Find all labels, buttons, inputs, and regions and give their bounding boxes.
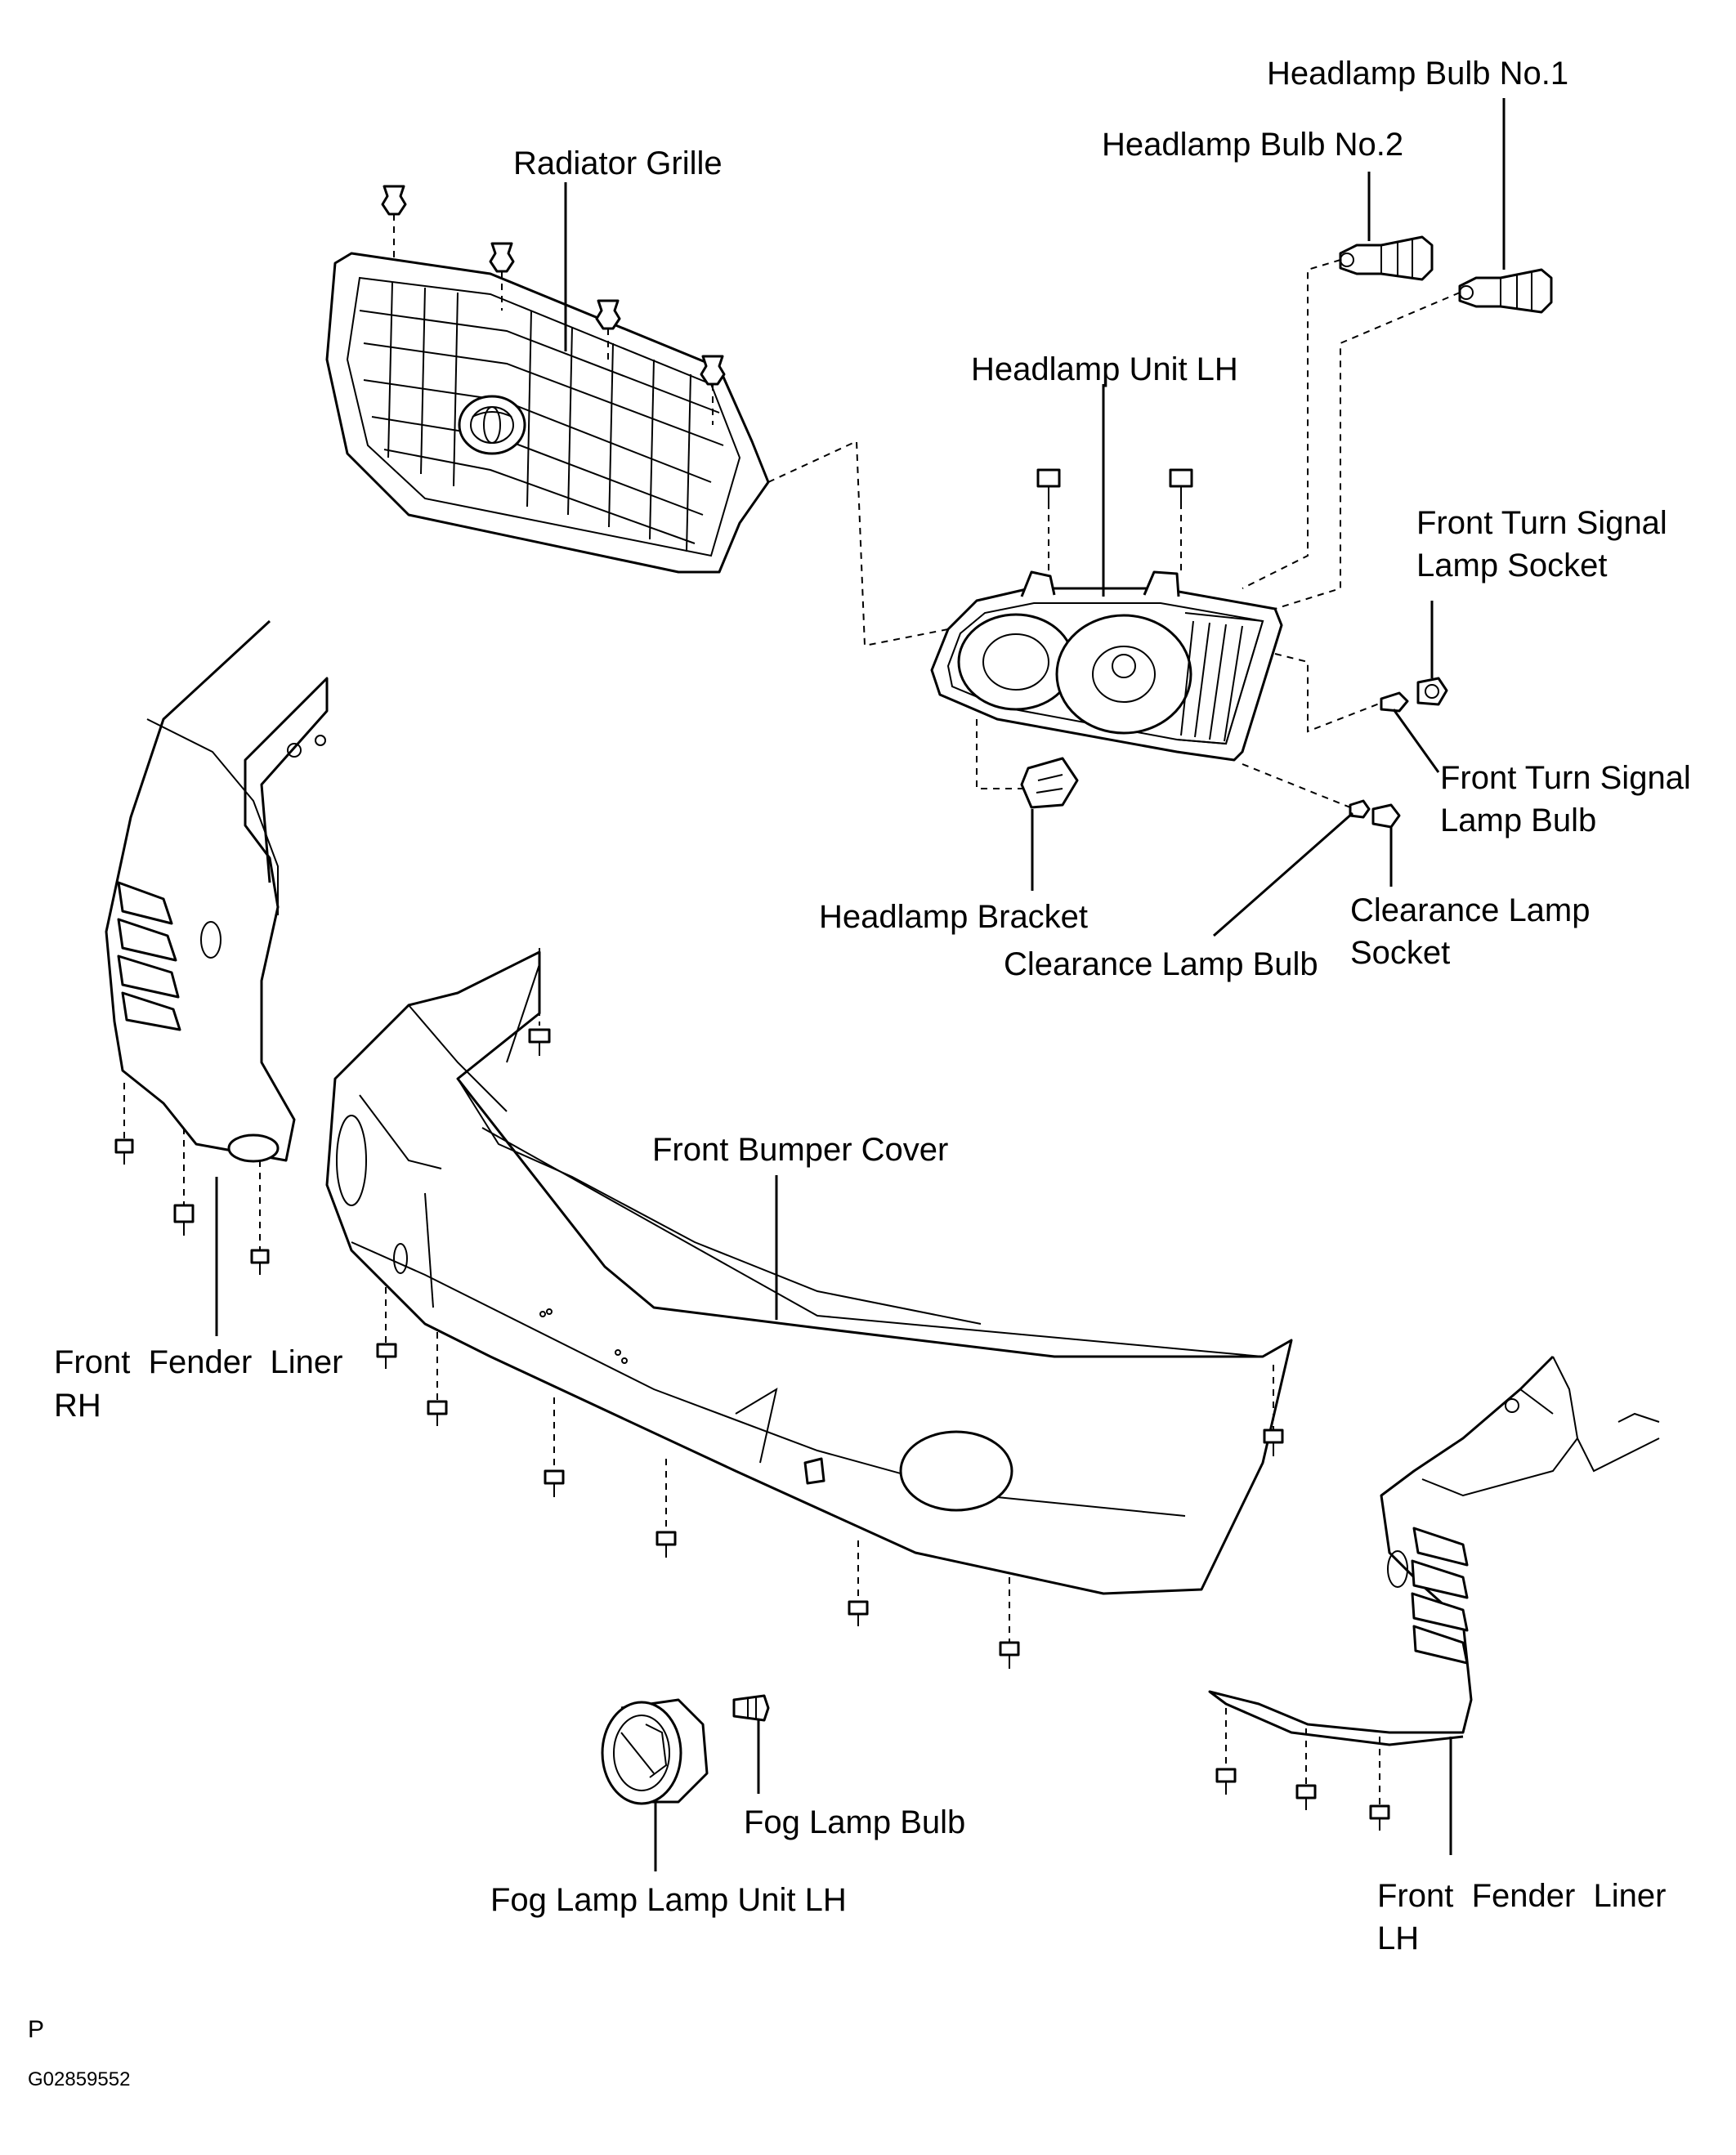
headlamp-bolt [1036,468,1061,572]
front-fender-liner-lh [1208,1355,1660,1831]
label-headlamp-bulb-no2: Headlamp Bulb No.2 [1102,127,1403,163]
clearance-lamp-socket [1371,803,1401,829]
label-clearance-lamp-bulb: Clearance Lamp Bulb [1004,946,1318,982]
label-front-turn-signal-lamp-socket-line2: Lamp Socket [1416,548,1607,583]
headlamp-bulb-no1 [1458,268,1553,314]
bumper-screw [848,1540,869,1626]
label-front-turn-signal-lamp-bulb: Front Turn Signal [1440,760,1691,796]
bumper-screw [528,948,551,1056]
headlamp-bolt [1169,468,1193,572]
front-turn-signal-lamp-bulb [1380,691,1409,713]
label-headlamp-bulb-no1: Headlamp Bulb No.1 [1267,56,1568,92]
grille-clip [595,299,621,364]
label-front-turn-signal-lamp-bulb-line2: Lamp Bulb [1440,803,1596,838]
label-headlamp-bracket: Headlamp Bracket [819,899,1088,935]
fender-screw [250,1160,270,1275]
front-turn-signal-lamp-socket [1416,677,1448,706]
fender-screw [1369,1737,1390,1831]
label-headlamp-unit-lh: Headlamp Unit LH [971,351,1238,387]
fender-screw [1295,1728,1317,1810]
label-clearance-lamp-socket-line2: Socket [1350,935,1450,971]
bumper-screw [1263,1365,1284,1456]
bumper-screw [427,1332,448,1426]
leader-lines [215,98,1506,1871]
headlamp-unit-lh [930,468,1283,762]
fog-lamp-unit-lh [601,1698,709,1805]
fog-lamp-bulb [732,1694,770,1722]
label-fog-lamp-bulb: Fog Lamp Bulb [744,1804,965,1840]
label-front-fender-liner-lh: Front Fender Liner [1377,1878,1667,1914]
bumper-screw [655,1459,677,1558]
clearance-lamp-bulb [1349,799,1371,819]
radiator-grille [325,185,770,574]
label-front-fender-liner-lh-line2: LH [1377,1920,1419,1956]
grille-clip [381,185,407,258]
label-clearance-lamp-socket: Clearance Lamp [1350,892,1591,928]
headlamp-bulb-no2 [1339,235,1434,281]
grille-clip [489,242,515,311]
label-front-turn-signal-lamp-socket: Front Turn Signal [1416,505,1667,541]
bumper-screw [376,1287,397,1369]
fender-screw [114,1083,134,1165]
label-front-fender-liner-rh-line2: RH [54,1388,101,1424]
front-fender-liner-rh [105,619,329,1275]
label-front-fender-liner-rh: Front Fender Liner [54,1344,343,1380]
figure-id: G02859552 [28,2068,130,2090]
fender-screw [173,1128,195,1236]
grille-clip [700,355,726,425]
headlamp-bracket [1020,757,1079,809]
view-code: P [28,2016,44,2043]
label-front-bumper-cover: Front Bumper Cover [652,1132,948,1168]
label-fog-lamp-lamp-unit-lh: Fog Lamp Lamp Unit LH [490,1882,847,1918]
label-radiator-grille: Radiator Grille [513,145,723,181]
front-bumper-cover [325,948,1293,1669]
fender-screw [1215,1708,1237,1795]
bumper-screw [544,1397,565,1497]
bumper-screw [999,1577,1020,1669]
